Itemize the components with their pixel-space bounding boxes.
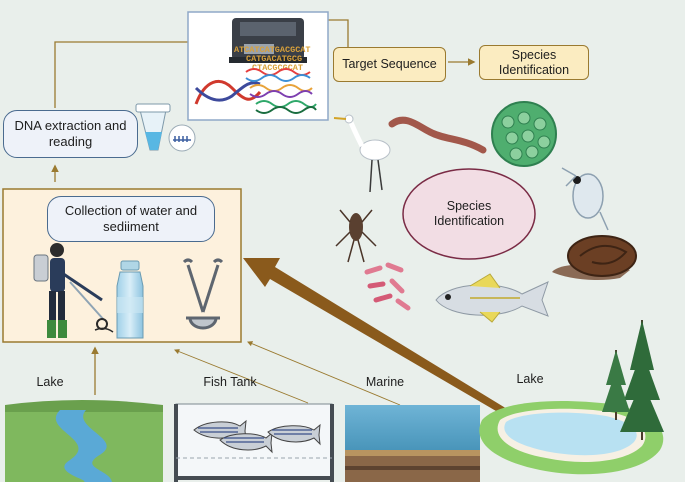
water-bug-icon [335,209,377,263]
diatom-icon [491,101,557,167]
arrow-fishtank-to-collection [173,349,309,404]
marine-label: Marine [365,375,405,389]
lake-left-label: Lake [36,375,64,389]
zebrafish-group [193,419,321,454]
species-identification-center: Species Identification [433,199,505,228]
daphnia-icon [561,167,609,231]
dna-extraction-label: DNA extraction and reading [3,110,138,158]
species-identification-box: Species Identification [479,45,589,80]
connector-dna-to-sequencer [54,41,188,108]
river-icon [5,400,163,482]
collection-label: Collection of water and sediiment [47,196,215,242]
water-bottle-icon [116,260,144,339]
dna-helix-icon [194,68,317,114]
earthworm-icon [388,116,487,154]
sequence-line-1: ATCATCATGACGCAT [234,45,311,55]
fish-icon [435,273,549,323]
lake-right-label: Lake [516,372,544,386]
target-sequence-box: Target Sequence [333,47,446,82]
sequencer-icon [229,18,307,63]
sequence-line-3: CTACGCGCAT [252,63,303,73]
arrow-marine-to-collection [247,341,401,406]
diver-icon [33,243,114,338]
ocean-icon [345,405,480,482]
arrow-big-lake-to-collection [243,258,512,418]
pine-tree-icon [602,320,664,440]
snail-icon [552,235,637,280]
egret-icon [333,114,391,193]
fish-tank-label: Fish Tank [203,375,257,389]
sequencer-panel: ATCATCATGACGCAT CATGACATGCG CTACGCGCAT [187,11,329,121]
bacteria-icon [364,262,411,311]
sequence-line-2: CATGACATGCG [246,54,302,64]
lake-pond-icon [479,401,664,475]
species-id-oval [402,168,536,260]
sequence-text: ATCATCATGACGCAT CATGACATGCG CTACGCGCAT [234,45,311,73]
test-tube-icon [135,103,196,152]
connector-sequencer-to-target [328,19,349,48]
flow-lines [51,19,476,406]
sediment-grab-icon [182,258,224,330]
aquarium-icon [174,403,334,482]
